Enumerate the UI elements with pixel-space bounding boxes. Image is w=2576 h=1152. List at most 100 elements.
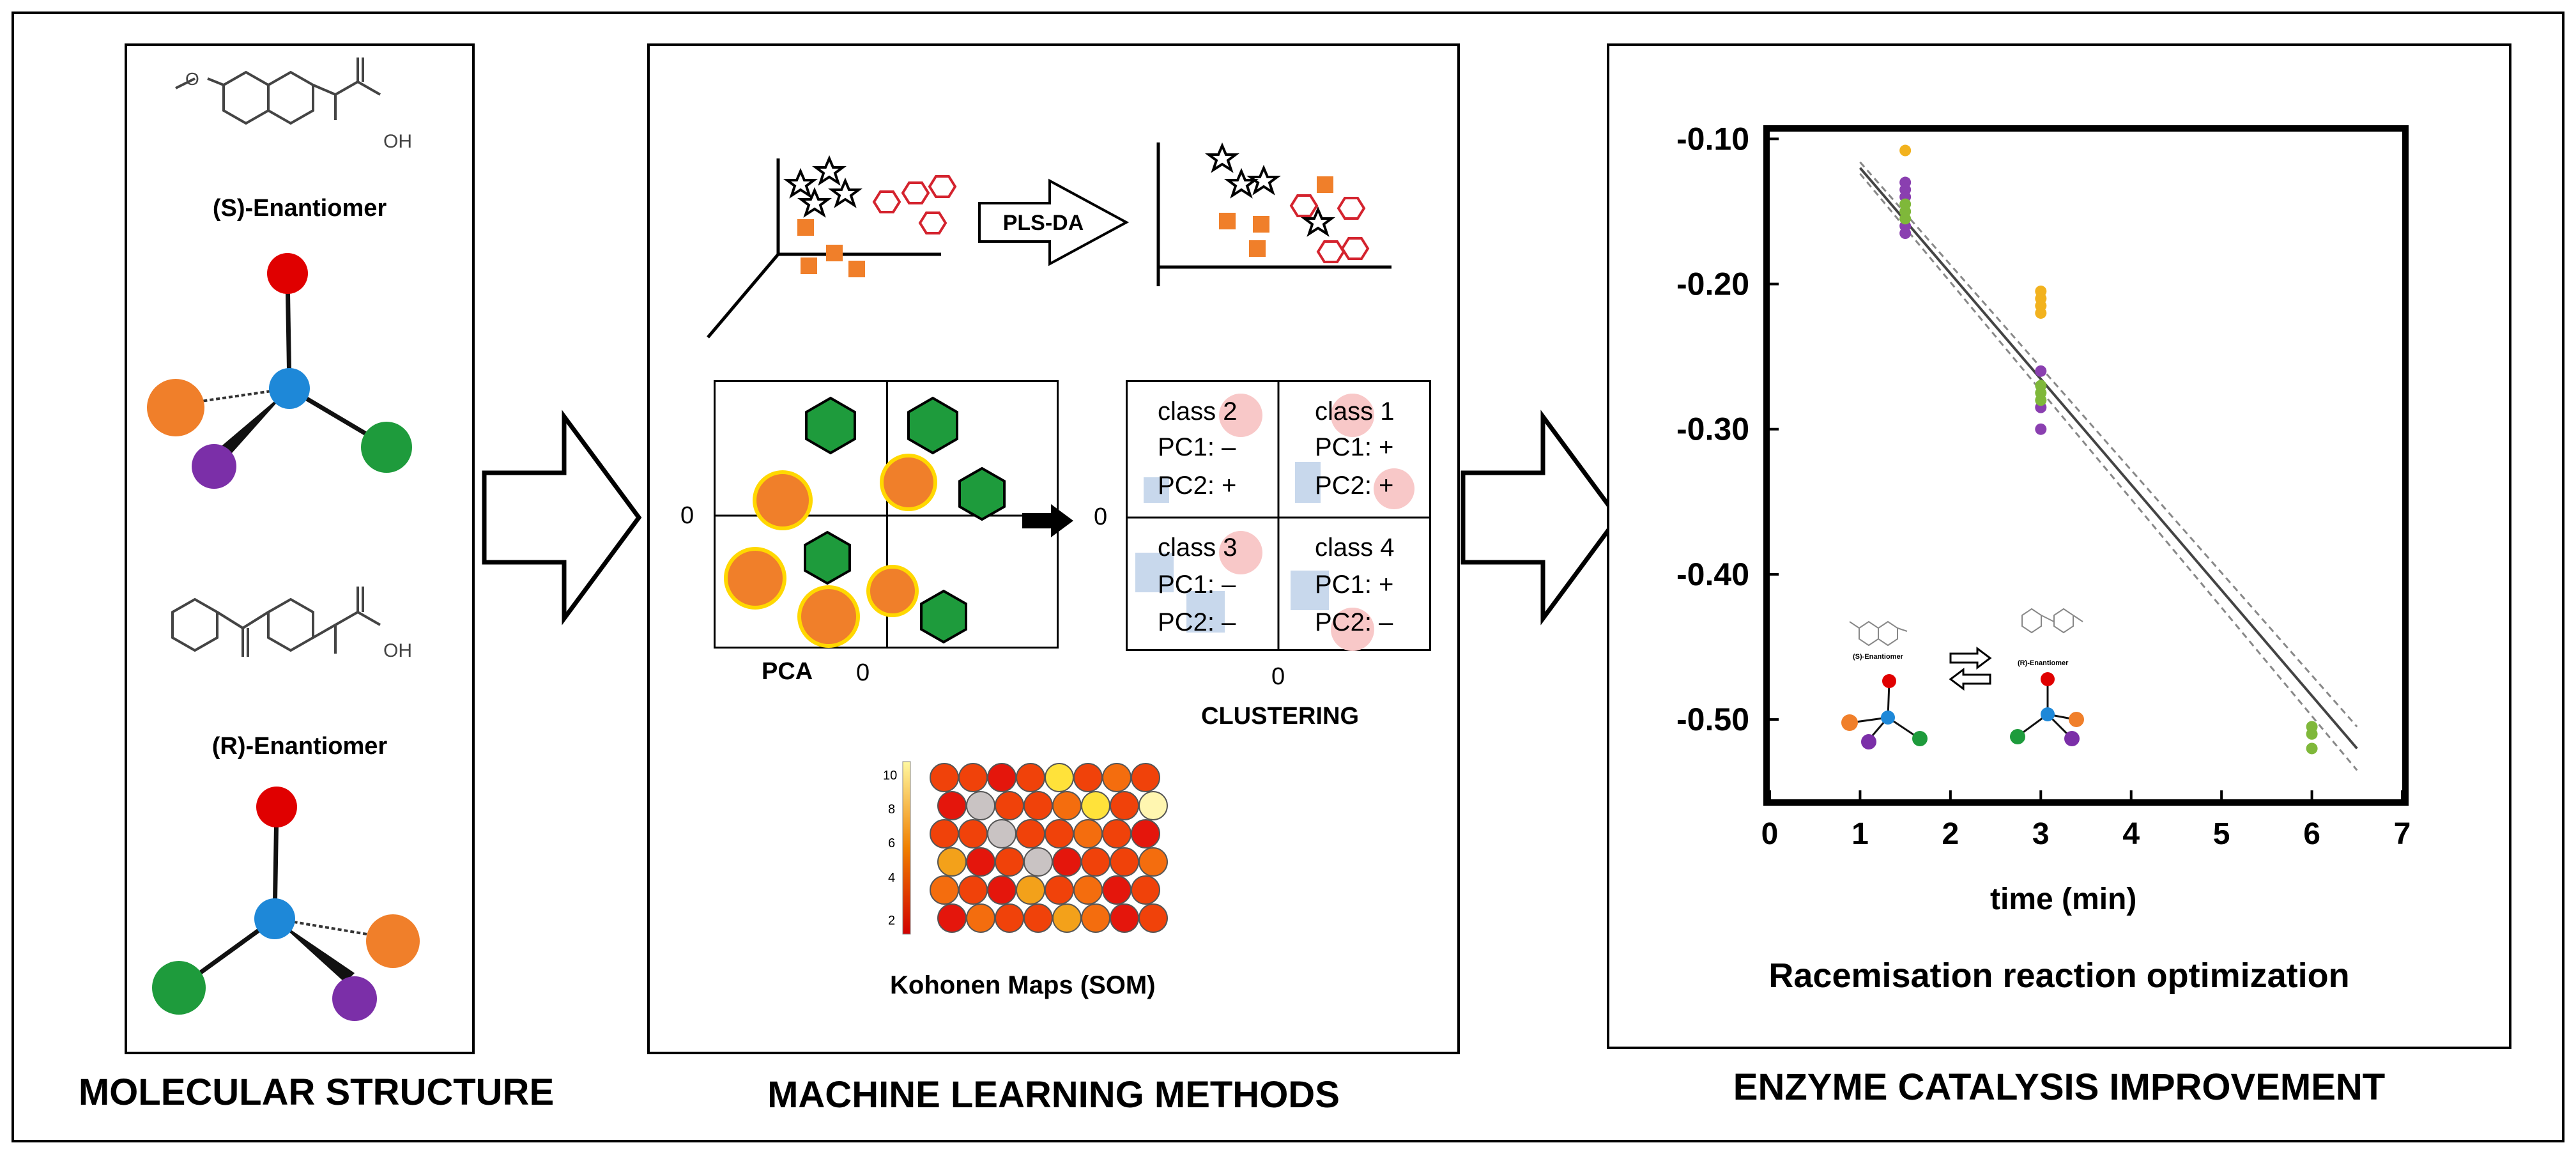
- som-node: [958, 763, 988, 792]
- som-node: [1023, 847, 1053, 877]
- pca-markers: [714, 396, 1059, 648]
- som-scale-6: 6: [888, 836, 896, 850]
- som-node: [1023, 903, 1053, 933]
- data-point: [2035, 423, 2047, 435]
- som-node: [930, 763, 959, 792]
- som-node: [995, 847, 1024, 877]
- plsda-arrow-shape: [978, 178, 1130, 266]
- cluster-q1-pc1: PC1: –: [1158, 433, 1236, 461]
- clustering-decorations: [1126, 380, 1431, 651]
- x-tick-label: 5: [2213, 817, 2230, 851]
- inset-arrow-left: [1949, 668, 1991, 691]
- outer-border: [12, 12, 2564, 1142]
- flow-arrow-1: [482, 410, 642, 626]
- cluster-q1-title: class 2: [1158, 397, 1238, 426]
- plsda-schematic: PLS-DA: [707, 142, 1392, 339]
- x-tick-label: 2: [1942, 817, 1959, 851]
- confidence-lower-line: [1859, 173, 2358, 771]
- inset-arrow-right: [1949, 647, 1992, 670]
- som-scale-4: 4: [888, 871, 896, 885]
- x-tick-label: 1: [1851, 817, 1869, 851]
- som-node: [1131, 819, 1160, 849]
- som-node: [1073, 819, 1103, 849]
- data-point: [2035, 394, 2047, 406]
- chart-title: Racemisation reaction optimization: [1768, 956, 2350, 995]
- data-point: [1899, 213, 1912, 225]
- cluster-q2-title: class 1: [1315, 397, 1395, 426]
- som-node: [987, 875, 1016, 905]
- som-node: [995, 791, 1024, 820]
- y-tick-label: -0.50: [1676, 702, 1749, 737]
- s-enantiomer-label: (S)-Enantiomer: [212, 195, 387, 222]
- x-tick-label: 4: [2122, 817, 2140, 851]
- flow-arrow-2: [1460, 410, 1621, 626]
- clustering-zero-bottom: 0: [1271, 663, 1285, 690]
- x-tick-label: 3: [2032, 817, 2050, 851]
- cluster-q4-pc2: PC2: –: [1315, 608, 1393, 636]
- som-node: [1073, 763, 1103, 792]
- som-node: [937, 847, 967, 877]
- som-node: [1138, 791, 1168, 820]
- data-point: [2035, 365, 2047, 377]
- som-node: [1073, 875, 1103, 905]
- som-node: [1110, 903, 1139, 933]
- som-node: [1138, 903, 1168, 933]
- cluster-q2-pc2: PC2: +: [1315, 472, 1394, 500]
- clustering-label: CLUSTERING: [1201, 703, 1359, 730]
- r-enantiomer-3d-model: [152, 787, 420, 1021]
- som-node: [1016, 763, 1045, 792]
- enzyme-catalysis-caption: ENZYME CATALYSIS IMPROVEMENT: [1733, 1066, 2386, 1108]
- molecular-structure-panel: [125, 43, 475, 1054]
- data-point: [2306, 742, 2318, 755]
- som-scale-2: 2: [888, 914, 896, 928]
- som-node: [1102, 819, 1131, 849]
- s-enantiomer-3d-model: [147, 253, 412, 489]
- som-node: [987, 819, 1016, 849]
- s-enantiomer-skeletal-formula: [175, 58, 381, 125]
- fit-line: [1859, 167, 2358, 749]
- molecular-structure-art: OH O OH: [147, 58, 420, 1021]
- y-tick-label: -0.10: [1676, 121, 1749, 157]
- pca-label: PCA: [762, 658, 813, 685]
- cluster-q3-title: class 3: [1158, 534, 1238, 562]
- inset-r-model: [2010, 672, 2084, 746]
- r-enantiomer-label: (R)-Enantiomer: [211, 733, 388, 760]
- som-node: [930, 875, 959, 905]
- som-map: [902, 761, 1168, 935]
- plsda-red-stars: [872, 175, 1370, 263]
- cluster-q4-title: class 4: [1315, 534, 1395, 562]
- som-node: [1131, 875, 1160, 905]
- plot-area: [1763, 125, 2409, 806]
- inset-s-label: (S)-Enantiomer: [1853, 653, 1903, 661]
- som-node: [930, 819, 959, 849]
- som-node: [966, 791, 995, 820]
- cluster-q1-pc2: PC2: +: [1158, 472, 1237, 500]
- som-node: [1023, 791, 1053, 820]
- inset-molecules: [1849, 608, 2083, 647]
- data-point: [2035, 307, 2047, 319]
- som-node: [937, 903, 967, 933]
- som-node: [1102, 875, 1131, 905]
- som-node: [1110, 791, 1139, 820]
- som-node: [1052, 791, 1082, 820]
- cluster-q3-pc2: PC2: –: [1158, 608, 1236, 636]
- clustering-zero-left: 0: [1094, 503, 1108, 530]
- som-node: [1045, 875, 1074, 905]
- molecular-structure-caption: MOLECULAR STRUCTURE: [78, 1071, 555, 1113]
- som-scale-8: 8: [888, 803, 896, 817]
- pca-zero-left: 0: [680, 502, 694, 529]
- som-node: [1016, 819, 1045, 849]
- x-tick-label: 6: [2303, 817, 2320, 851]
- s-enantiomer-oh-label: OH: [383, 131, 412, 152]
- som-node: [987, 763, 1016, 792]
- data-point: [1899, 227, 1912, 240]
- pca-zero-bottom: 0: [856, 659, 870, 686]
- som-node: [1081, 791, 1110, 820]
- plsda-black-stars: [783, 142, 1335, 237]
- som-label: Kohonen Maps (SOM): [890, 971, 1156, 999]
- som-node: [1052, 847, 1082, 877]
- som-node: [958, 819, 988, 849]
- pca-to-clustering-arrow: [1022, 504, 1073, 537]
- data-point: [2306, 728, 2318, 740]
